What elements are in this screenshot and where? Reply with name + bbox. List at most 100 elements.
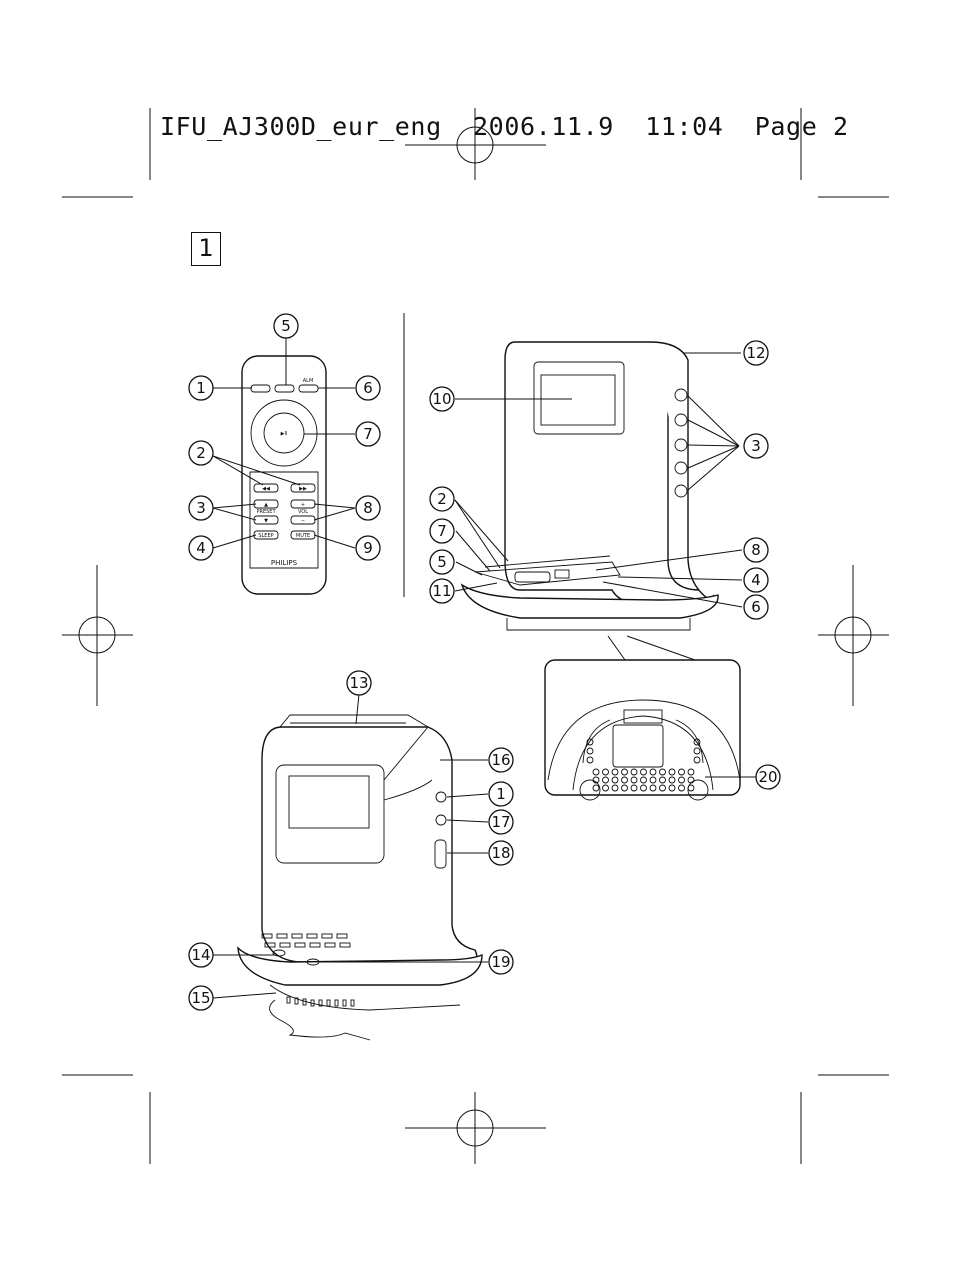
svg-text:2: 2: [196, 444, 206, 462]
svg-text:◀◀: ◀◀: [262, 486, 270, 492]
callout-front-6: 6: [743, 594, 769, 620]
svg-text:6: 6: [751, 598, 761, 616]
speaker-hole: [586, 747, 594, 755]
speaker-hole: [611, 776, 619, 784]
svg-text:▼: ▼: [264, 518, 268, 524]
svg-text:1: 1: [196, 379, 206, 397]
dock-back-illustration: [237, 714, 483, 1041]
speaker-hole: [592, 784, 600, 792]
svg-text:3: 3: [751, 437, 761, 455]
svg-text:7: 7: [363, 425, 373, 443]
svg-text:▶II: ▶II: [281, 431, 288, 437]
dock-front-callouts: 2 3 4 5 6 7 8 10 11 12: [429, 340, 769, 620]
svg-text:19: 19: [491, 953, 510, 971]
speaker-hole: [592, 776, 600, 784]
dock-bottom-inset: [544, 635, 741, 801]
dock-bottom-callouts: 20: [755, 764, 781, 790]
callout-front-12: 12: [743, 340, 769, 366]
callout-back-14: 14: [188, 942, 214, 968]
svg-text:10: 10: [432, 390, 451, 408]
speaker-hole: [649, 776, 657, 784]
callout-front-11: 11: [429, 578, 455, 604]
speaker-hole: [687, 784, 695, 792]
speaker-hole: [640, 784, 647, 792]
callout-front-3: 3: [743, 433, 769, 459]
speaker-hole: [621, 768, 628, 776]
callout-back-19: 19: [488, 949, 514, 975]
callout-back-18: 18: [488, 840, 514, 866]
speaker-hole: [586, 756, 594, 764]
callout-remote-2: 2: [188, 440, 214, 466]
callout-front-2: 2: [429, 486, 455, 512]
registration-mark-right: [818, 565, 889, 706]
svg-text:+: +: [301, 502, 305, 508]
callout-remote-3: 3: [188, 495, 214, 521]
speaker-hole: [678, 784, 685, 792]
callout-remote-6: 6: [355, 375, 381, 401]
speaker-hole: [687, 768, 695, 776]
svg-text:−: −: [301, 518, 305, 524]
crop-marks: [62, 108, 889, 1164]
callout-remote-9: 9: [355, 535, 381, 561]
speaker-hole: [659, 776, 666, 784]
svg-text:4: 4: [196, 539, 206, 557]
svg-text:2: 2: [437, 490, 447, 508]
speaker-hole: [640, 768, 647, 776]
dock-back-callouts: 1 13 14 15 16 17 18 19: [188, 670, 514, 1011]
dock-front-leader-lines: [454, 352, 743, 608]
svg-text:7: 7: [437, 522, 447, 540]
speaker-hole: [678, 768, 685, 776]
speaker-hole: [668, 784, 676, 792]
speaker-hole: [659, 768, 666, 776]
remote-control-illustration: ALM ▶II ◀◀ ▶▶ ▲ + PRESET VOL ▼ − SLEEP M…: [241, 355, 327, 595]
callout-remote-7: 7: [355, 421, 381, 447]
speaker-hole: [602, 776, 609, 784]
callout-front-7: 7: [429, 518, 455, 544]
callout-back-16: 16: [488, 747, 514, 773]
speaker-hole: [693, 756, 701, 764]
speaker-hole: [621, 784, 628, 792]
dock-front-illustration: [460, 341, 719, 631]
svg-text:13: 13: [349, 674, 368, 692]
svg-text:▲: ▲: [264, 502, 268, 508]
svg-text:1: 1: [496, 785, 506, 803]
speaker-hole: [621, 776, 628, 784]
callout-remote-4: 4: [188, 535, 214, 561]
registration-mark-bottom: [405, 1092, 546, 1164]
callout-back-13: 13: [346, 670, 372, 696]
svg-text:4: 4: [751, 571, 761, 589]
svg-text:3: 3: [196, 499, 206, 517]
callout-front-5: 5: [429, 549, 455, 575]
callout-front-4: 4: [743, 567, 769, 593]
speaker-hole: [693, 747, 701, 755]
remote-alarm-label: ALM: [303, 378, 314, 384]
svg-text:5: 5: [281, 317, 291, 335]
svg-text:6: 6: [363, 379, 373, 397]
callout-front-8: 8: [743, 537, 769, 563]
speaker-hole: [602, 784, 609, 792]
speaker-hole: [592, 768, 600, 776]
svg-text:8: 8: [751, 541, 761, 559]
callout-bottom-20: 20: [755, 764, 781, 790]
speaker-hole: [640, 776, 647, 784]
svg-text:20: 20: [758, 768, 777, 786]
speaker-hole: [602, 768, 609, 776]
registration-mark-left: [62, 565, 133, 706]
svg-text:14: 14: [191, 946, 210, 964]
speaker-hole: [678, 776, 685, 784]
speaker-hole: [668, 776, 676, 784]
svg-text:15: 15: [191, 989, 210, 1007]
remote-callouts: 1 2 3 4 5 6 7 8 9: [188, 313, 381, 561]
document-header-slug: IFU_AJ300D_eur_eng 2006.11.9 11:04 Page …: [160, 112, 849, 141]
remote-vol-label: VOL: [298, 509, 308, 515]
callout-back-15: 15: [188, 985, 214, 1011]
speaker-hole: [630, 768, 638, 776]
speaker-hole: [630, 776, 638, 784]
speaker-hole: [586, 738, 594, 746]
remote-leader-lines: [212, 338, 356, 549]
speaker-hole: [611, 768, 619, 776]
remote-brand-logo: PHILIPS: [271, 559, 298, 567]
speaker-hole: [630, 784, 638, 792]
svg-text:5: 5: [437, 553, 447, 571]
